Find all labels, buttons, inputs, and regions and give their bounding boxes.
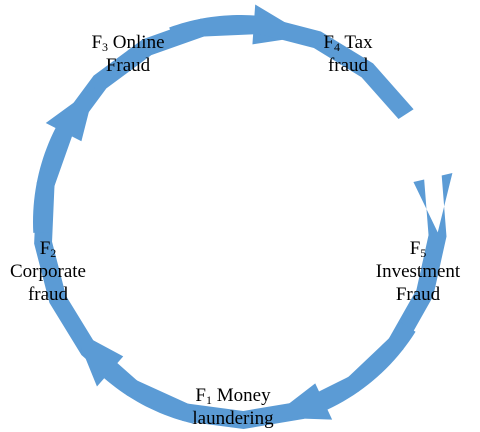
node-f4-line2: fraud <box>327 55 369 76</box>
arrow-f2-to-f3 <box>33 86 96 233</box>
node-f3-subscript: 3 <box>102 40 109 54</box>
node-f5-line2: Investment <box>375 261 461 282</box>
node-f1-money-laundering: F1 Money laundering <box>163 384 303 430</box>
node-f4-subscript: 4 <box>333 40 340 54</box>
node-f2-line2: Corporate <box>10 261 86 282</box>
node-f2-line3: fraud <box>27 284 69 305</box>
node-f4-letter: F <box>323 32 334 53</box>
node-f3-online-fraud: F3 Online Fraud <box>58 31 198 77</box>
node-f2-line1: F2 <box>0 237 118 260</box>
node-f5-investment-fraud: F5 Investment Fraud <box>348 237 480 306</box>
node-f3-label-rest: Online <box>108 32 165 53</box>
node-f4-tax-fraud: F4 Tax fraud <box>278 31 418 77</box>
node-f2-corporate-fraud: F2 Corporate fraud <box>0 237 118 306</box>
node-f5-line3: Fraud <box>395 284 441 305</box>
node-f3-line2: Fraud <box>105 55 151 76</box>
node-f1-subscript: 1 <box>206 393 212 407</box>
node-f1-line2: laundering <box>192 408 274 429</box>
node-f5-letter: F <box>409 238 421 259</box>
node-f1-line1: F1 Money <box>163 384 303 407</box>
node-f3-letter: F <box>91 32 103 53</box>
node-f4-label-rest: Tax <box>339 32 373 53</box>
node-f1-letter: F <box>195 385 206 406</box>
node-f4-line1: F4 Tax <box>278 31 418 54</box>
node-f2-subscript: 2 <box>50 246 57 260</box>
node-f5-subscript: 5 <box>420 246 427 260</box>
arrow-f1-to-f2 <box>73 329 198 424</box>
arrow-f5-to-f1 <box>270 322 416 420</box>
node-f1-label-rest: Money <box>212 385 271 406</box>
node-f2-letter: F <box>39 238 51 259</box>
node-f3-line1: F3 Online <box>58 31 198 54</box>
node-f5-line1: F5 <box>348 237 480 260</box>
